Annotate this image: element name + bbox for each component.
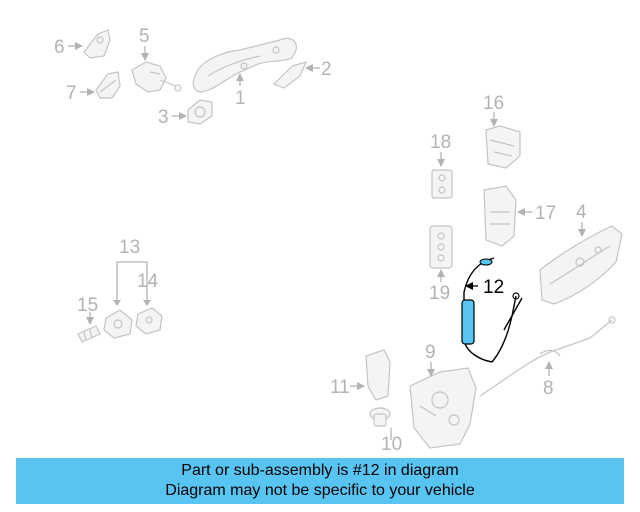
banner-line-2: Diagram may not be specific to your vehi… — [165, 482, 475, 499]
part-8-cable — [479, 316, 616, 397]
callout-4: 4 — [576, 202, 587, 223]
part-2-handle-cap — [272, 61, 308, 89]
leader-13 — [116, 261, 148, 304]
callout-15: 15 — [77, 295, 98, 316]
callout-11: 11 — [330, 377, 350, 398]
part-18-plate — [431, 169, 453, 199]
part-15-screw — [77, 325, 101, 343]
callout-1: 1 — [235, 88, 246, 109]
part-5-lock-cylinder — [131, 61, 182, 93]
part-13-pad — [103, 309, 133, 339]
part-19-plate — [429, 225, 453, 269]
callout-6: 6 — [54, 37, 65, 58]
callout-17: 17 — [535, 203, 556, 224]
callout-10: 10 — [381, 434, 402, 455]
callout-3: 3 — [158, 107, 169, 128]
callout-5: 5 — [139, 26, 150, 47]
callout-13: 13 — [119, 237, 140, 258]
callout-7: 7 — [66, 83, 77, 104]
callout-16: 16 — [483, 93, 504, 114]
callout-14: 14 — [137, 271, 159, 292]
callout-12: 12 — [483, 277, 504, 298]
part-14-pad — [135, 307, 163, 335]
banner-line-1: Part or sub-assembly is #12 in diagram — [181, 462, 459, 479]
part-16-hinge — [485, 125, 521, 169]
part-9-latch — [409, 367, 477, 449]
arrow-icon — [113, 300, 151, 306]
part-3-gasket — [187, 99, 213, 125]
callout-18: 18 — [430, 132, 451, 153]
part-6-cover — [83, 29, 111, 59]
callout-9: 9 — [425, 342, 436, 363]
part-7-escutcheon — [95, 71, 121, 99]
part-4-inside-handle — [539, 225, 623, 305]
part-17-hinge — [483, 185, 517, 247]
callout-2: 2 — [321, 59, 332, 80]
part-12-cable — [461, 257, 523, 363]
part-11-bracket — [365, 349, 391, 401]
part-10-grommet — [369, 407, 391, 427]
callout-19: 19 — [429, 283, 450, 304]
part-1-outside-handle — [192, 37, 297, 93]
callout-8: 8 — [543, 378, 554, 399]
info-banner: Part or sub-assembly is #12 in diagram D… — [16, 458, 624, 504]
